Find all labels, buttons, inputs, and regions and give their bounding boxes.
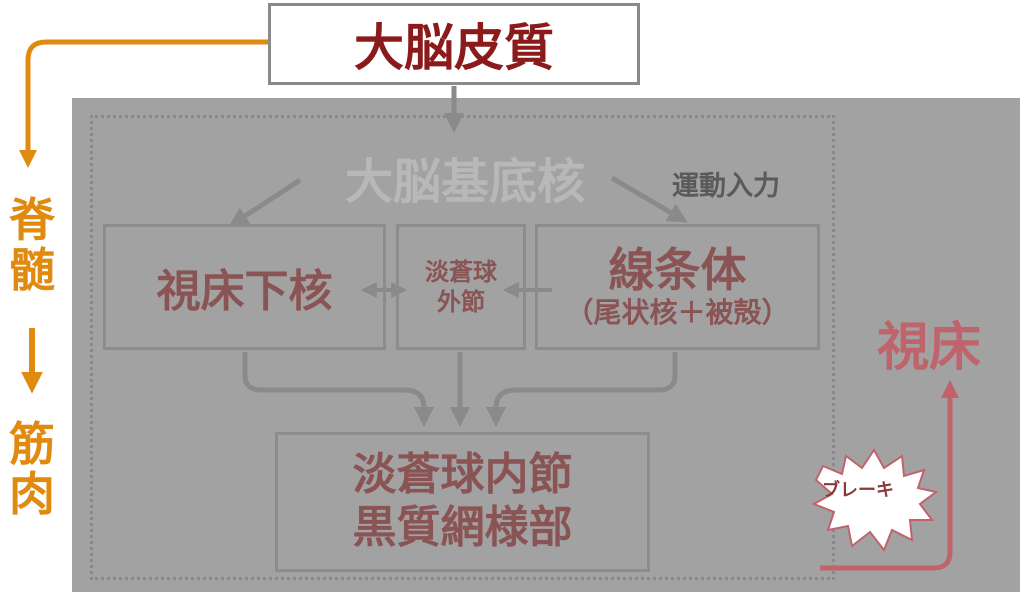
- globus-pallidus-externa-box: 淡蒼球 外節: [396, 224, 526, 350]
- arrow-striatum-to-gpi: [486, 352, 678, 427]
- muscle-char-1: 筋: [9, 417, 55, 471]
- brake-label: ブレーキ: [822, 480, 894, 501]
- spinal-cord-char-2: 髄: [9, 242, 55, 297]
- arrow-bg-to-stn: [228, 177, 302, 227]
- cerebral-cortex-box: 大脳皮質: [268, 3, 640, 85]
- arrow-cortex-to-spinal-cord: [18, 39, 268, 168]
- subthalamic-nucleus-box: 視床下核: [103, 224, 386, 350]
- gpi-label: 淡蒼球内節: [352, 449, 573, 501]
- brake-burst-shape: [811, 448, 939, 552]
- motor-input-label: 運動入力: [672, 171, 780, 202]
- cerebral-cortex-label: 大脳皮質: [354, 19, 554, 77]
- gpe-label-line1: 淡蒼球: [425, 258, 497, 286]
- striatum-box: 線条体 （尾状核＋被殻）: [535, 224, 820, 350]
- spinal-cord-char-1: 脊: [9, 193, 55, 247]
- gpi-snr-box: 淡蒼球内節 黒質網様部: [275, 432, 650, 572]
- basal-ganglia-label: 大脳基底核: [344, 154, 585, 210]
- subthalamic-nucleus-label: 視床下核: [156, 266, 333, 317]
- thalamus-label: 視床: [877, 318, 982, 378]
- spinal-cord-label: 脊 髄: [4, 193, 60, 297]
- snr-label: 黒質網様部: [352, 502, 573, 553]
- striatum-sublabel: （尾状核＋被殻）: [565, 295, 790, 329]
- muscle-label: 筋 肉: [4, 417, 60, 521]
- arrow-gpi-to-thalamus: [820, 380, 960, 571]
- arrow-stn-to-gpi: [242, 352, 434, 427]
- muscle-char-2: 肉: [9, 466, 55, 521]
- gpe-label-line2: 外節: [437, 288, 485, 316]
- arrow-bg-to-striatum: [610, 175, 688, 223]
- striatum-label: 線条体: [608, 242, 747, 297]
